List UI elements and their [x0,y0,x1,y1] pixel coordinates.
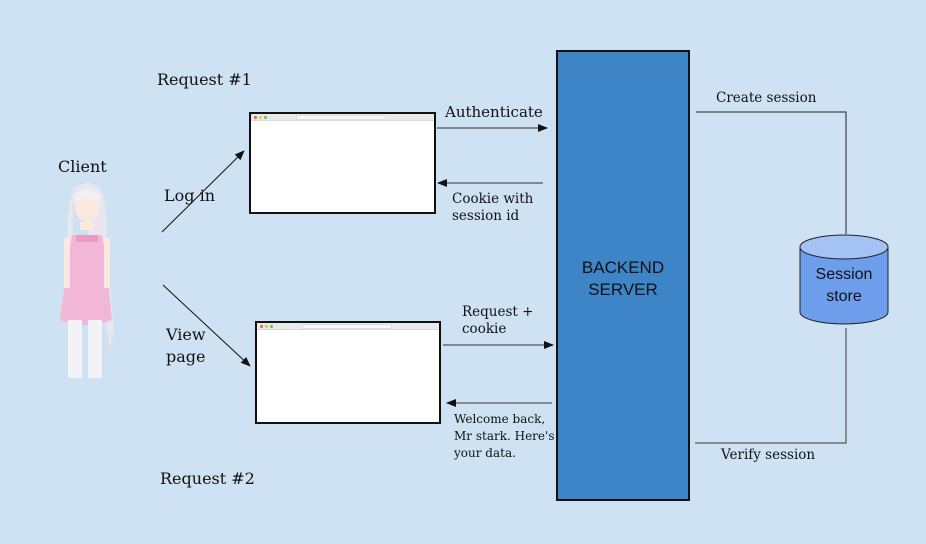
maximize-dot-icon [270,324,273,328]
session-store-icon [799,234,889,325]
left-leg [68,320,82,378]
cookie-label: Cookie with session id [452,191,534,224]
verify-session-connector [695,328,847,444]
right-leg [88,320,102,378]
close-dot-icon [260,324,263,328]
login-label: Log in [164,186,216,205]
dress-top [76,235,98,242]
client-avatar [60,183,114,378]
view-page-label: View page [166,325,206,366]
minimize-dot-icon [259,115,262,119]
bangs [74,189,100,204]
request-cookie-label: Request + cookie [462,304,534,337]
client-label: Client [58,157,107,176]
view-page-arrow [162,284,251,367]
dress [60,235,112,325]
welcome-label: Welcome back, Mr stark. Here's your data… [454,412,555,460]
neck [80,222,94,230]
request-2-label: Request #2 [160,469,255,488]
request-1-label: Request #1 [157,70,252,89]
session-store-label: Session store [815,266,873,305]
authenticate-label: Authenticate [445,103,543,121]
backend-server: BACKEND SERVER [556,50,690,501]
right-arm [104,238,110,288]
address-bar [302,324,392,329]
browser-toolbar [257,323,439,330]
create-session-label: Create session [716,90,817,106]
verify-session-label: Verify session [721,447,816,463]
minimize-dot-icon [265,324,268,328]
backend-server-label: BACKEND SERVER [581,258,665,299]
face [75,194,99,222]
browser-window-request-2 [255,321,441,424]
create-session-connector [696,111,847,234]
hair-right [74,183,114,350]
browser-window-request-1 [249,112,436,214]
login-arrow [161,150,245,233]
close-dot-icon [254,115,257,119]
maximize-dot-icon [264,115,267,119]
left-arm [64,238,70,288]
address-bar [296,115,386,120]
browser-toolbar [251,114,434,121]
